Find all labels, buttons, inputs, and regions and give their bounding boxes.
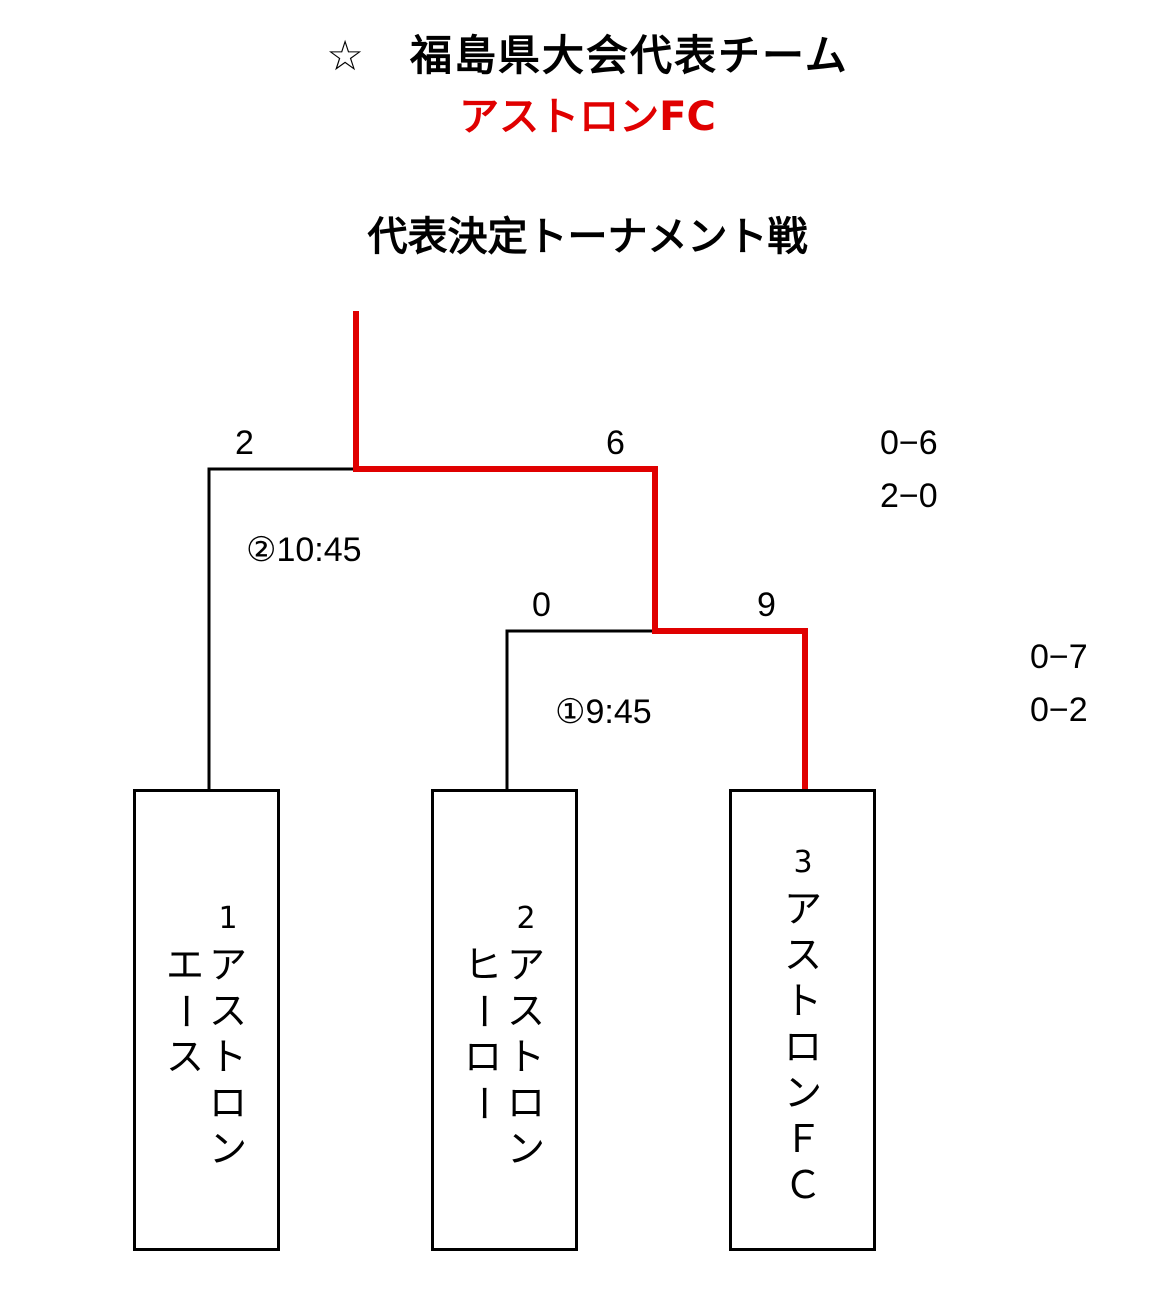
vertical-char: ト bbox=[209, 1035, 248, 1079]
team-2-column-main: 2 アストロン bbox=[507, 896, 545, 1172]
final-left-score: 2 bbox=[235, 424, 254, 462]
team-2-seed: 2 bbox=[516, 901, 536, 936]
final-side-result-2: 2−0 bbox=[880, 477, 938, 515]
winner-path-line bbox=[353, 311, 808, 789]
vertical-char: ス bbox=[784, 933, 823, 977]
team-1-column-sub: エース bbox=[163, 942, 207, 1080]
final-side-result-1: 0−6 bbox=[880, 424, 938, 462]
team-2-name-line1: アストロン bbox=[507, 942, 545, 1172]
team-1-seed: 1 bbox=[218, 901, 238, 936]
team-3-seed: 3 bbox=[793, 845, 813, 880]
team-1-name-line1: アストロン bbox=[209, 942, 247, 1172]
vertical-char: ス bbox=[166, 1035, 205, 1079]
vertical-char: ス bbox=[507, 989, 546, 1033]
vertical-char: ロ bbox=[784, 1025, 823, 1069]
vertical-char: ア bbox=[507, 943, 546, 987]
vertical-char: ロ bbox=[209, 1081, 248, 1125]
vertical-char: ト bbox=[784, 979, 823, 1023]
bracket-first-left-line bbox=[505, 629, 655, 789]
vertical-char: ヒ bbox=[464, 943, 503, 987]
team-2-name-line2: ヒーロー bbox=[461, 942, 505, 1126]
team-box-1: 1 アストロン エース bbox=[133, 789, 280, 1251]
vertical-char: ン bbox=[507, 1127, 546, 1171]
first-right-score: 9 bbox=[757, 586, 776, 624]
vertical-char: ー bbox=[163, 991, 208, 1031]
page-title: ☆ 福島県大会代表チーム bbox=[326, 31, 849, 80]
team-1-column-main: 1 アストロン bbox=[209, 896, 247, 1172]
vertical-char: ー bbox=[461, 1083, 506, 1123]
final-match-time: ②10:45 bbox=[246, 531, 362, 569]
vertical-char: ト bbox=[507, 1035, 546, 1079]
final-right-score: 6 bbox=[606, 424, 625, 462]
first-match-time: ①9:45 bbox=[555, 693, 652, 731]
vertical-char: ス bbox=[209, 989, 248, 1033]
vertical-char: Ｃ bbox=[784, 1163, 823, 1207]
vertical-char: ロ bbox=[507, 1081, 546, 1125]
first-left-score: 0 bbox=[532, 586, 551, 624]
vertical-char: ロ bbox=[464, 1035, 503, 1079]
team-box-2: 2 アストロン ヒーロー bbox=[431, 789, 578, 1251]
vertical-char: ア bbox=[784, 887, 823, 931]
vertical-char: ン bbox=[784, 1071, 823, 1115]
vertical-char: ー bbox=[461, 991, 506, 1031]
team-2-column-sub: ヒーロー bbox=[461, 942, 505, 1126]
tournament-subtitle: 代表決定トーナメント戦 bbox=[367, 214, 808, 260]
vertical-char: ア bbox=[209, 943, 248, 987]
first-side-result-1: 0−7 bbox=[1030, 638, 1088, 676]
vertical-char: ン bbox=[209, 1127, 248, 1171]
team-1-name-line2: エース bbox=[163, 942, 207, 1080]
vertical-char: エ bbox=[166, 943, 205, 987]
winner-team-name: アストロンFC bbox=[459, 94, 716, 140]
bracket-final-left-line bbox=[207, 467, 356, 789]
first-side-result-2: 0−2 bbox=[1030, 691, 1088, 729]
vertical-char: Ｆ bbox=[784, 1117, 823, 1161]
